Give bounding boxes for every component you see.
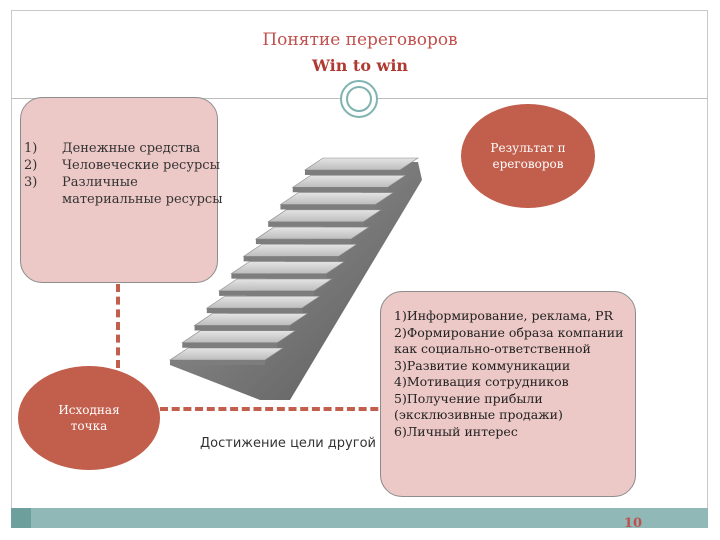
list-item-text: Человеческие ресурсы bbox=[62, 158, 220, 173]
stair-riser bbox=[206, 308, 302, 314]
stair-tread bbox=[181, 330, 297, 344]
stair-tread bbox=[304, 157, 419, 171]
stair-riser bbox=[194, 325, 290, 331]
staircase-image bbox=[169, 157, 422, 400]
list-item: 2) Человеческие ресурсы bbox=[24, 157, 224, 174]
list-item-number: 3) bbox=[24, 175, 38, 190]
list-item: 3)Развитие коммуникации bbox=[394, 357, 571, 373]
list-item: 1) Денежные средства bbox=[24, 140, 224, 157]
actions-box bbox=[380, 291, 636, 497]
footer-accent bbox=[11, 508, 31, 528]
list-item-text: Различные материальные ресурсы bbox=[62, 175, 223, 207]
footer-bar bbox=[11, 508, 708, 528]
stair-tread bbox=[169, 347, 284, 361]
list-item: 6)Личный интерес bbox=[394, 423, 518, 439]
stair-tread bbox=[242, 244, 358, 257]
stair-riser bbox=[255, 239, 351, 245]
page-number: 10 bbox=[623, 516, 642, 531]
slide-title: Понятие переговоров bbox=[262, 30, 458, 50]
double-ring-icon bbox=[340, 80, 378, 118]
stair-riser bbox=[170, 360, 265, 365]
stair-tread bbox=[230, 261, 346, 274]
stair-riser bbox=[182, 342, 278, 348]
list-item: 3) Различные материальные ресурсы bbox=[24, 174, 224, 208]
stair-riser bbox=[292, 187, 388, 193]
goal-text: Достижение цели другой bbox=[200, 436, 376, 451]
stair-tread bbox=[205, 295, 321, 309]
list-item-number: 1) bbox=[24, 141, 38, 156]
list-item-number: 2) bbox=[24, 158, 38, 173]
start-label: Исходная точка bbox=[58, 403, 120, 433]
list-item-text: Денежные средства bbox=[62, 141, 201, 156]
stair-riser bbox=[268, 221, 364, 227]
stair-tread bbox=[279, 192, 395, 205]
stair-tread bbox=[291, 174, 407, 188]
stair-riser bbox=[243, 256, 339, 262]
result-circle: Результат переговоров bbox=[461, 104, 595, 208]
start-circle: Исходная точка bbox=[18, 366, 160, 470]
list-item: 1)Информирование, реклама, PR bbox=[394, 308, 614, 323]
list-item: 5)Получение прибыли (эксклюзивные продаж… bbox=[394, 390, 563, 423]
stair-tread bbox=[267, 209, 383, 223]
stair-tread bbox=[254, 226, 370, 240]
resources-box bbox=[20, 97, 218, 283]
stair-riser bbox=[280, 204, 376, 210]
dashed-connector-horizontal bbox=[160, 407, 390, 411]
list-item: 2)Формирование образа компании как социа… bbox=[394, 324, 624, 357]
stair-tread bbox=[193, 313, 309, 326]
result-label: Результат переговоров bbox=[490, 141, 566, 171]
stair-riser bbox=[305, 170, 400, 175]
slide-subtitle: Win to win bbox=[311, 56, 409, 75]
stair-tread bbox=[218, 278, 334, 292]
actions-list: 1)Информирование, реклама, PR 2)Формиров… bbox=[394, 308, 626, 440]
list-item: 4)Мотивация сотрудников bbox=[394, 374, 569, 389]
resources-list: 1) Денежные средства 2) Человеческие рес… bbox=[24, 140, 224, 208]
stair-riser bbox=[219, 290, 315, 296]
stair-riser bbox=[231, 273, 327, 279]
dashed-connector-vertical bbox=[116, 284, 120, 368]
